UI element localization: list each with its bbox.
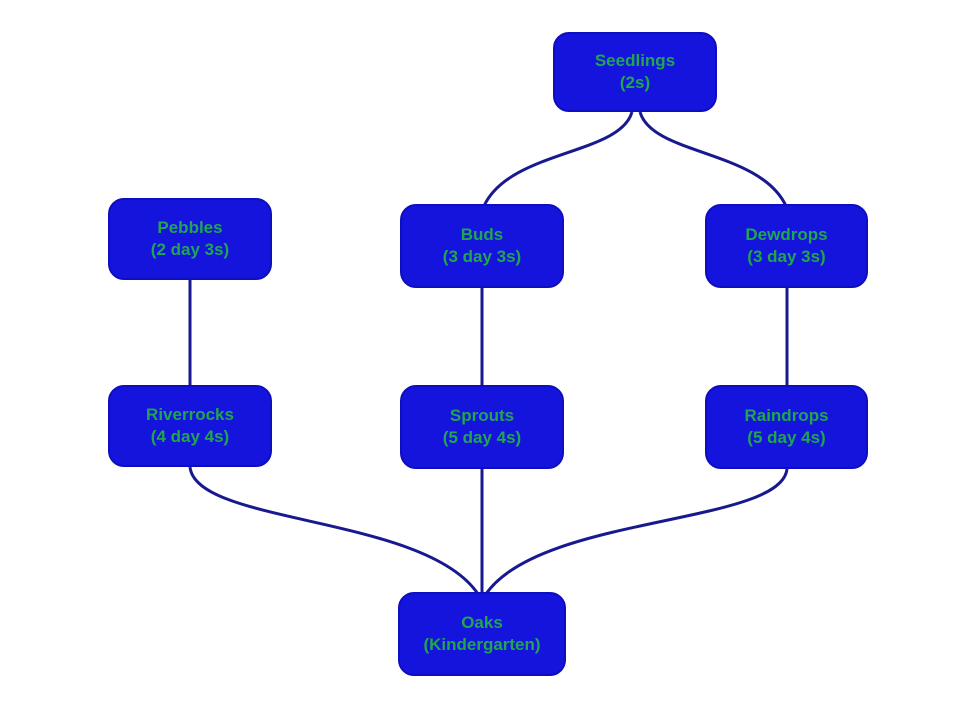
node-riverrocks: Riverrocks (4 day 4s): [108, 385, 272, 467]
node-subtitle: (2s): [619, 73, 651, 92]
node-title: Oaks: [461, 613, 503, 632]
node-subtitle: (5 day 4s): [442, 428, 522, 447]
node-buds: Buds (3 day 3s): [400, 204, 564, 288]
node-subtitle: (3 day 3s): [747, 247, 826, 266]
node-subtitle: (4 day 4s): [150, 427, 230, 446]
edge-seedlings-dewdrops: [638, 111, 788, 207]
node-title: Buds: [460, 225, 504, 244]
node-subtitle: (3 day 3s): [442, 247, 522, 266]
node-oaks: Oaks (Kindergarten): [398, 592, 566, 676]
node-title: Seedlings: [594, 51, 676, 70]
node-subtitle: (2 day 3s): [150, 240, 230, 259]
node-sprouts: Sprouts (5 day 4s): [400, 385, 564, 469]
edge-riverrocks-oaks: [188, 466, 480, 595]
node-subtitle: (Kindergarten): [423, 635, 541, 654]
node-title: Sprouts: [449, 406, 515, 425]
node-title: Raindrops: [744, 406, 829, 425]
node-subtitle: (5 day 4s): [747, 428, 826, 447]
edge-seedlings-buds: [482, 111, 634, 207]
node-title: Dewdrops: [745, 225, 828, 244]
node-pebbles: Pebbles (2 day 3s): [108, 198, 272, 280]
node-title: Riverrocks: [146, 405, 234, 424]
node-title: Pebbles: [157, 218, 223, 237]
node-dewdrops: Dewdrops (3 day 3s): [705, 204, 868, 288]
node-raindrops: Raindrops (5 day 4s): [705, 385, 868, 469]
node-seedlings: Seedlings (2s): [553, 32, 717, 112]
edge-raindrops-oaks: [484, 468, 789, 595]
